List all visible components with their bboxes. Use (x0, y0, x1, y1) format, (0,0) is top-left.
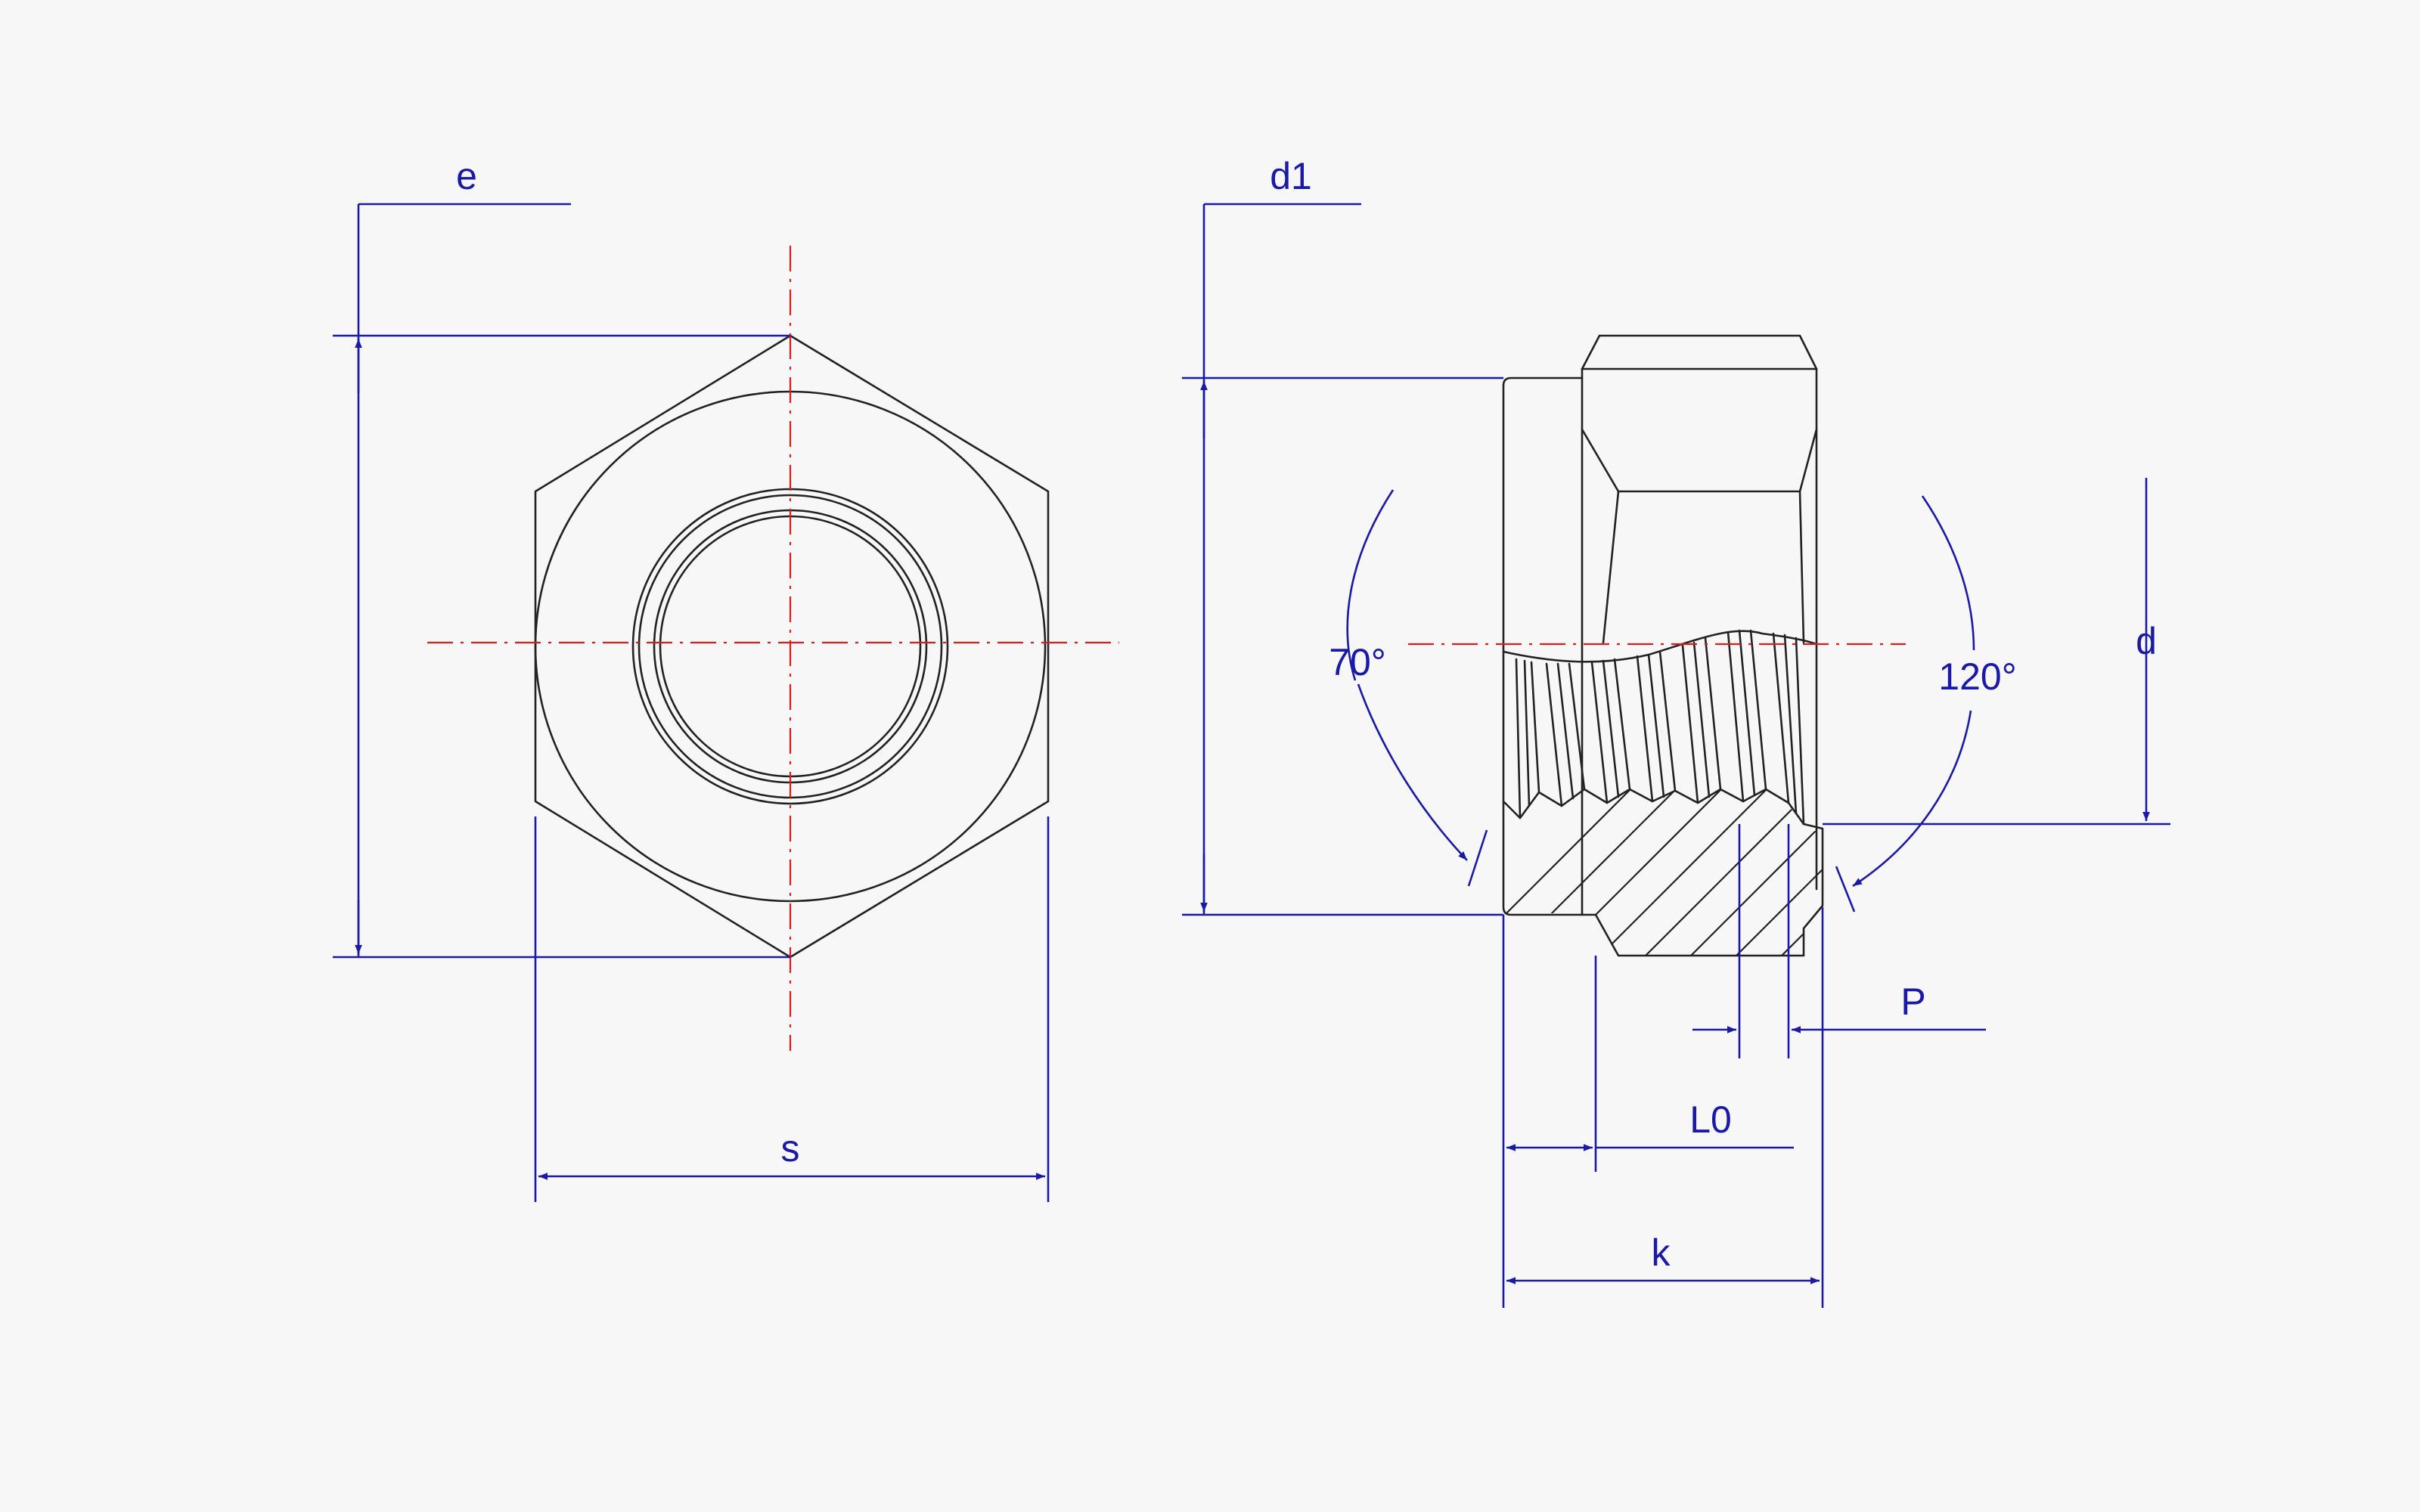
dimension-k: k (1506, 907, 1824, 1308)
hex-corner-line-right (1798, 490, 1805, 644)
bottom-profile (1594, 823, 1824, 957)
label-P: P (1900, 981, 1925, 1023)
thread-flank-lines (1515, 629, 1805, 826)
thread-teeth (1502, 788, 1805, 826)
hex-corner-line-left (1602, 490, 1620, 644)
label-angle-70: 70° (1329, 641, 1386, 683)
side-view (1408, 334, 1906, 957)
dimension-d: d (1823, 478, 2170, 826)
angle-70: 70° (1329, 489, 1488, 887)
dimension-d1: d1 (1182, 155, 1503, 916)
section-hatching (1503, 789, 1823, 956)
dimension-e: e (333, 155, 790, 959)
label-s: s (781, 1127, 800, 1170)
label-k: k (1652, 1232, 1671, 1274)
label-e: e (456, 155, 477, 197)
angle-120: 120° (1835, 495, 2017, 912)
label-d1: d1 (1270, 155, 1312, 197)
label-d: d (2136, 620, 2157, 662)
label-angle-120: 120° (1938, 655, 2016, 698)
hex-body-outline (1581, 334, 1818, 916)
dimension-L0: L0 (1502, 915, 1794, 1308)
label-L0: L0 (1689, 1098, 1732, 1141)
dimension-s: s (534, 816, 1050, 1202)
hex-face-edges (1581, 367, 1818, 493)
dimension-P: P (1692, 824, 1986, 1058)
hexagon-outline (534, 334, 1050, 959)
collar-outline (1502, 376, 1597, 916)
front-view (427, 246, 1119, 1051)
section-wave-edge (1502, 630, 1818, 663)
